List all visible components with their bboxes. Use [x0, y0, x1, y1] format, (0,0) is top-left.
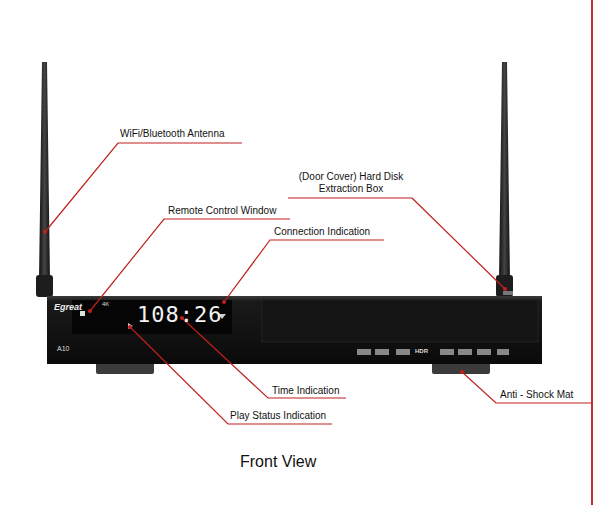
format-logos: [357, 349, 509, 355]
play-icon: [128, 323, 133, 329]
part-label: Remote Control Window: [168, 205, 276, 217]
door-latch: [503, 291, 513, 295]
part-label: WiFi/Bluetooth Antenna: [120, 128, 225, 140]
antenna: [36, 62, 513, 297]
player-body: [47, 296, 542, 364]
part-label: Play Status Indication: [230, 410, 326, 422]
display-icon-text: 4K: [102, 301, 109, 308]
display-digits: 108:26: [137, 302, 222, 328]
brand-logo: Egreat: [54, 302, 82, 313]
model-name: A10: [57, 345, 69, 353]
leader-line: [45, 143, 592, 424]
part-label: Connection Indication: [274, 226, 370, 238]
leader-dot: [43, 230, 507, 374]
view-caption: Front View: [240, 452, 316, 471]
hard-disk-door: [262, 300, 538, 342]
part-label: Anti - Shock Mat: [500, 389, 573, 401]
frame-edge: [591, 0, 593, 505]
part-label: Time Indication: [272, 385, 339, 397]
part-label: (Door Cover) Hard Disk Extraction Box: [288, 171, 414, 195]
display-window: [72, 300, 232, 334]
format-logo: HDR: [415, 348, 428, 355]
